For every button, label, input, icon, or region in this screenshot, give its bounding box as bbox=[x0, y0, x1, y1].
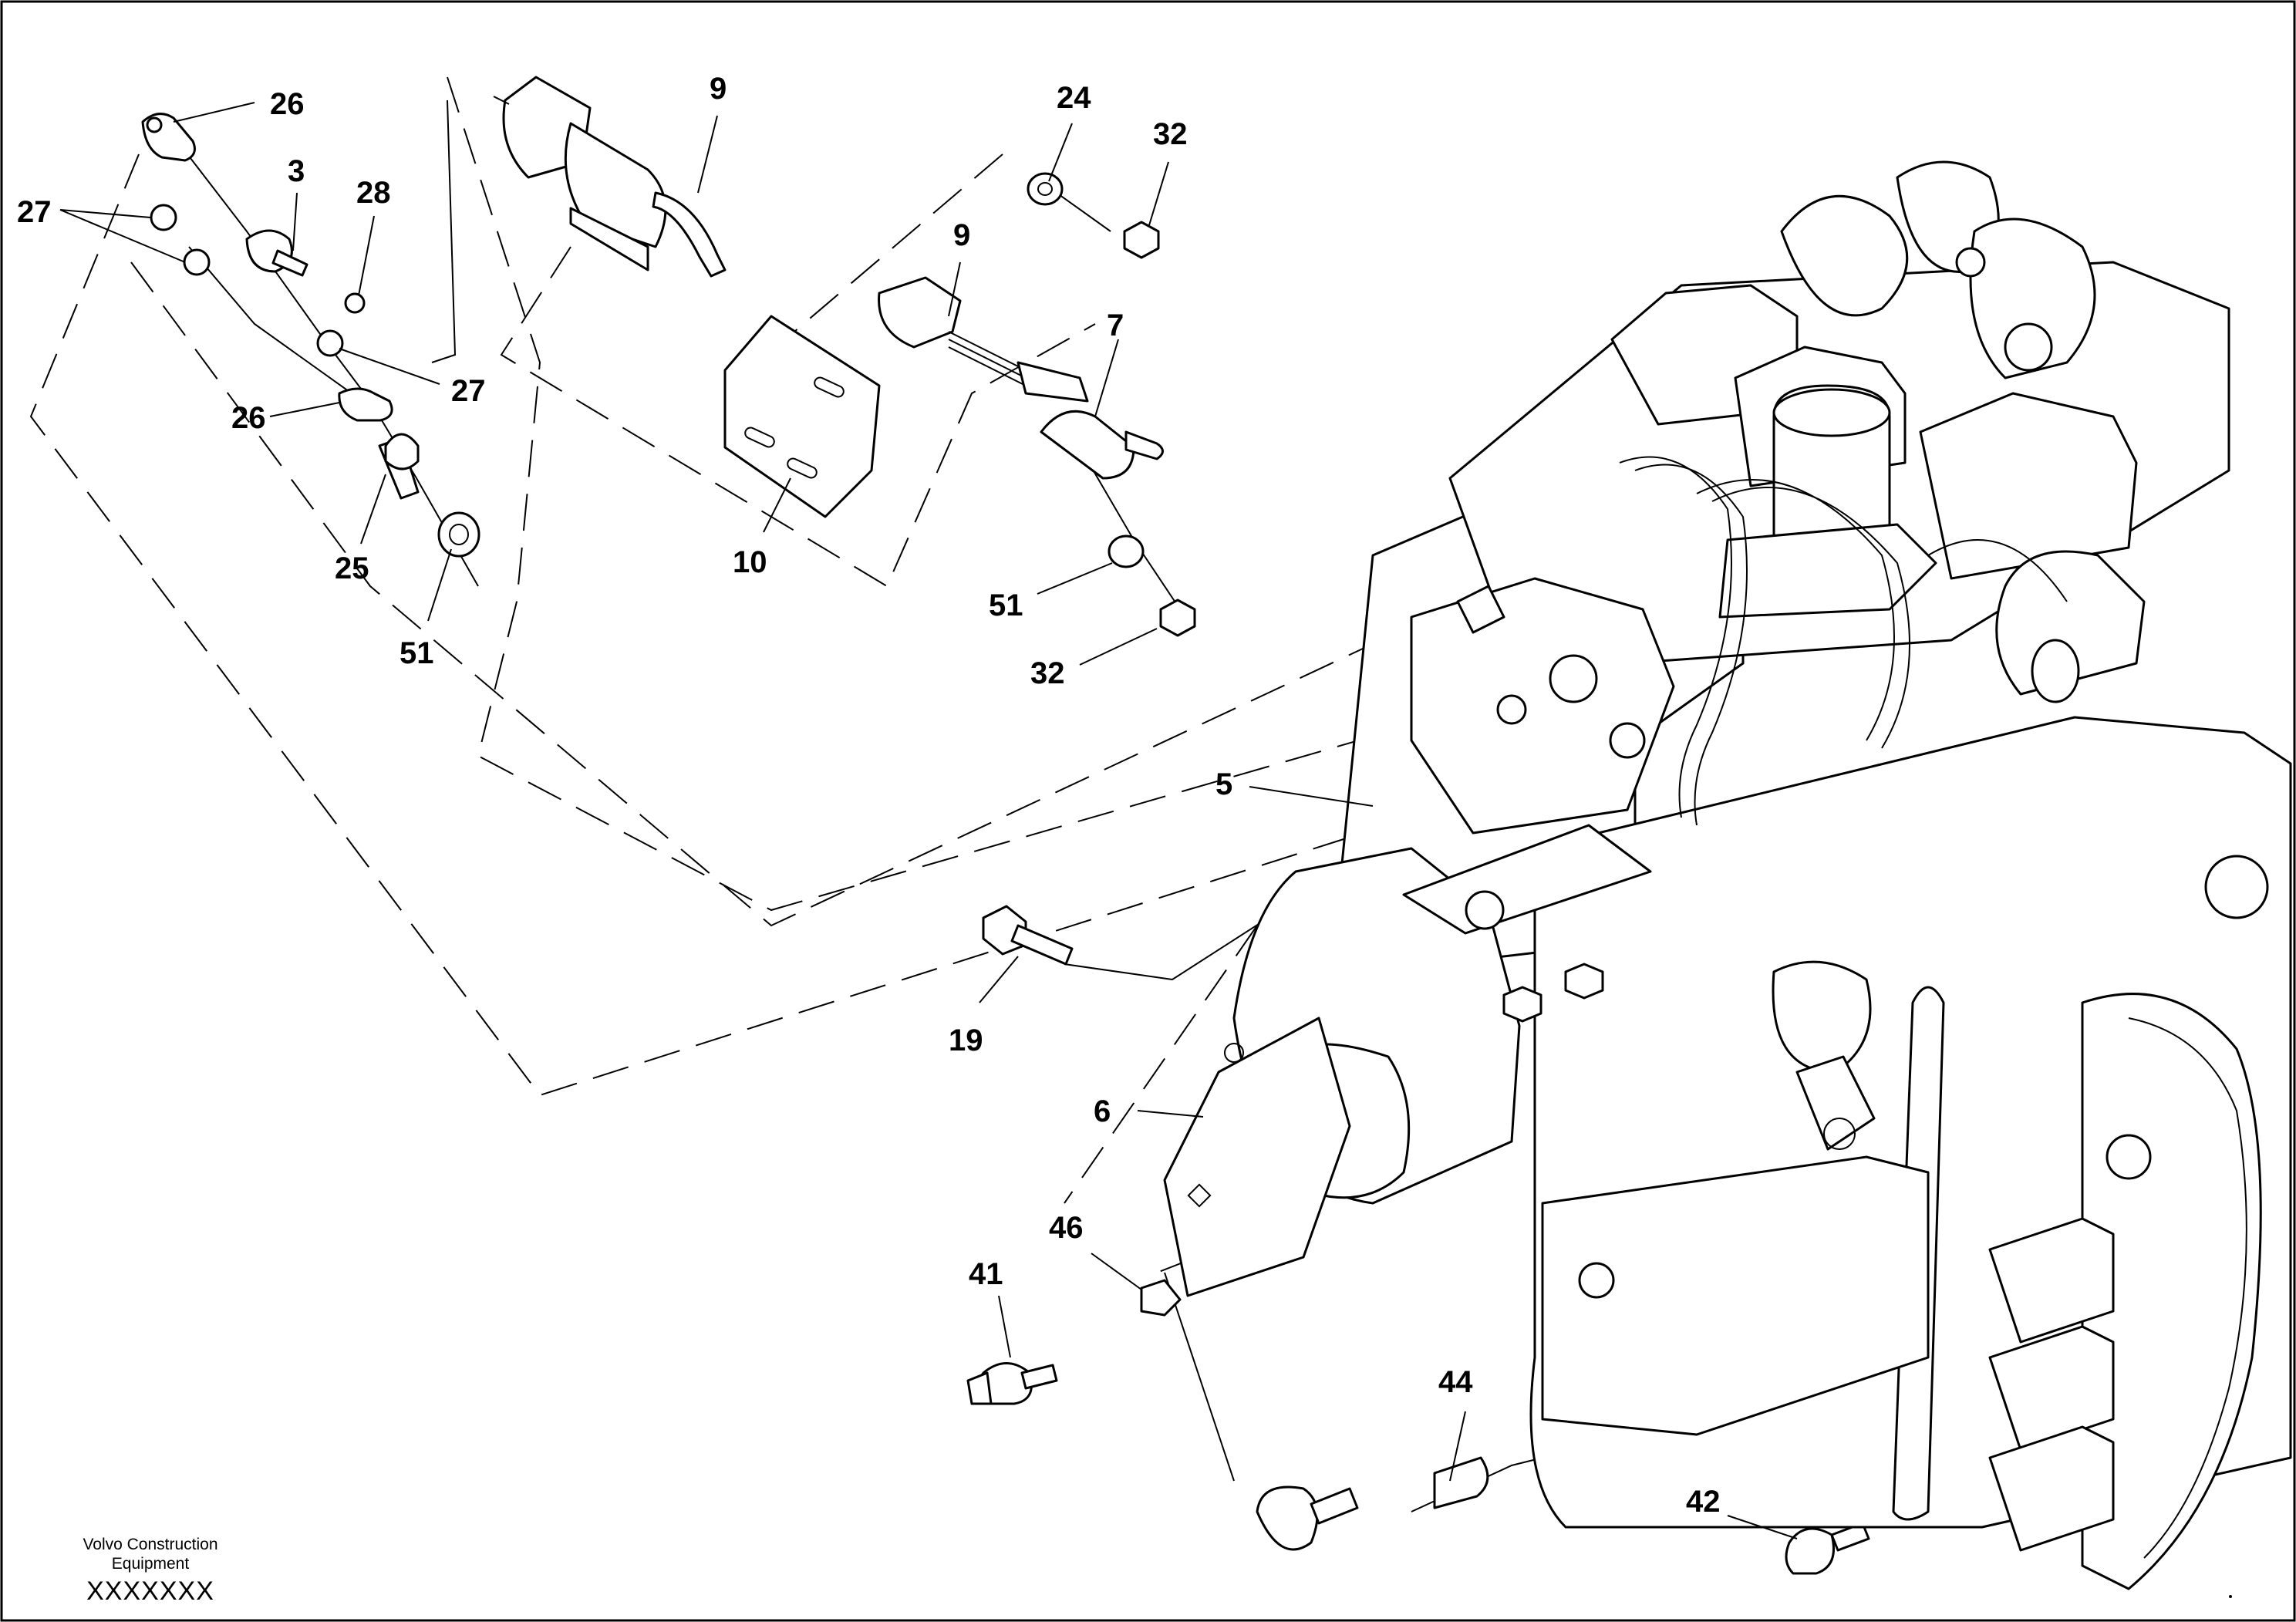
callout-32-upper: 32 bbox=[1153, 117, 1188, 151]
callout-32-lower: 32 bbox=[1030, 656, 1065, 690]
washer-part-51 bbox=[437, 511, 480, 558]
drawing-code: XXXXXXX bbox=[86, 1576, 214, 1606]
washer-part-24 bbox=[1027, 172, 1064, 206]
engine-assembly bbox=[1163, 160, 2292, 1590]
callout-3: 3 bbox=[288, 154, 305, 188]
callout-24: 24 bbox=[1057, 81, 1091, 115]
title-block: Volvo Construction Equipment XXXXXXX bbox=[46, 1535, 255, 1607]
callout-10: 10 bbox=[733, 545, 767, 579]
rod-end-part-26-lower bbox=[338, 387, 393, 422]
callout-28: 28 bbox=[356, 176, 391, 210]
callout-5: 5 bbox=[1215, 767, 1232, 801]
callout-labels: 26 3 28 27 9 24 32 9 7 26 27 25 51 10 51… bbox=[17, 72, 1721, 1519]
callout-51-right: 51 bbox=[989, 588, 1023, 622]
assembly-dashed-lines bbox=[29, 76, 2021, 1512]
callout-9-upper: 9 bbox=[710, 72, 727, 106]
nut-part-27-c bbox=[316, 329, 344, 357]
fasteners-right bbox=[1027, 172, 1196, 637]
callout-27-left: 27 bbox=[17, 195, 52, 229]
brand-line-1: Volvo Construction bbox=[83, 1536, 218, 1553]
nut-part-32-lower bbox=[1159, 599, 1196, 637]
callout-25: 25 bbox=[335, 551, 369, 585]
linkage-parts bbox=[141, 113, 480, 558]
callout-7: 7 bbox=[1107, 309, 1124, 342]
leader-lines bbox=[59, 102, 1798, 1539]
callout-19: 19 bbox=[949, 1023, 983, 1057]
sensor-part-41-and-46 bbox=[966, 1279, 1182, 1405]
corner-mark bbox=[2229, 1595, 2232, 1598]
sensor-part-9-and-7 bbox=[878, 276, 1164, 480]
brand-line-2: Equipment bbox=[111, 1555, 190, 1573]
bracket-part-10 bbox=[723, 315, 881, 518]
bolt-part-19 bbox=[982, 905, 1074, 966]
solenoid-part-9 bbox=[493, 76, 727, 278]
callout-26-upper: 26 bbox=[270, 87, 305, 121]
callout-46: 46 bbox=[1049, 1211, 1084, 1245]
callout-27-lower: 27 bbox=[451, 374, 486, 408]
callout-26-lower: 26 bbox=[231, 401, 266, 435]
nut-part-27-b bbox=[183, 248, 211, 276]
callout-41: 41 bbox=[969, 1257, 1003, 1291]
nut-part-32-upper bbox=[1123, 221, 1160, 259]
callout-6: 6 bbox=[1094, 1094, 1111, 1128]
callout-44: 44 bbox=[1438, 1365, 1473, 1399]
washer-part-51-right bbox=[1108, 534, 1145, 568]
sensor-part-42 bbox=[1785, 1522, 1870, 1575]
nut-part-28 bbox=[344, 292, 366, 314]
callout-9-lower: 9 bbox=[953, 218, 970, 252]
nut-part-27-a bbox=[150, 204, 177, 231]
callout-42: 42 bbox=[1686, 1485, 1721, 1519]
callout-51-left: 51 bbox=[400, 636, 434, 670]
